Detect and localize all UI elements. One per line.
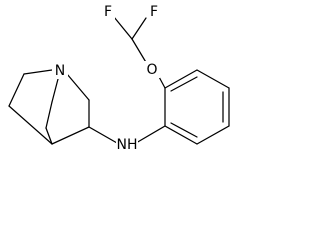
atom-label-f2: F [150,4,158,20]
bond-ar-3-4 [196,69,230,89]
amine-linker-bonds [88,125,166,144]
bond-ar-2-3 [164,69,198,89]
bond-o-c [131,38,148,65]
bond-c5-c6 [8,73,25,107]
bond-c3-c4 [51,126,90,145]
bond-c-f2 [131,17,147,40]
atom-label-nh: NH [117,137,138,153]
bond-c8-c4 [45,127,53,145]
atom-labels: N NH O F F [52,3,161,153]
nh-label-bg [116,136,138,153]
quinuclidine-bonds [8,69,90,145]
atom-label-f1: F [104,4,112,20]
structure-diagram: N NH O F F [8,3,230,153]
bond-n-c5 [23,69,53,75]
bond-ar-inner-1 [170,76,198,92]
bond-c6-c4 [8,105,53,145]
bond-ar-inner-3 [170,122,198,138]
bond-ar-6-1 [164,125,198,145]
bond-ar-5-6 [196,125,230,145]
bond-c7-c8 [45,101,53,129]
bond-n-c7 [51,78,59,103]
n-ring-label-bg [52,62,68,79]
f2-label-bg [147,3,161,20]
bond-n-c2 [66,73,90,101]
atom-label-o: O [146,62,157,78]
bond-c-f1 [113,16,133,40]
bond-nh-aryl [135,125,166,144]
atom-label-n-ring: N [55,63,65,79]
bond-c3-nh [88,126,118,144]
molecule-drawing: N NH O F F [8,3,230,153]
f1-label-bg [101,3,115,20]
benzene-ring-bonds [164,69,230,145]
o-label-bg [144,61,160,78]
